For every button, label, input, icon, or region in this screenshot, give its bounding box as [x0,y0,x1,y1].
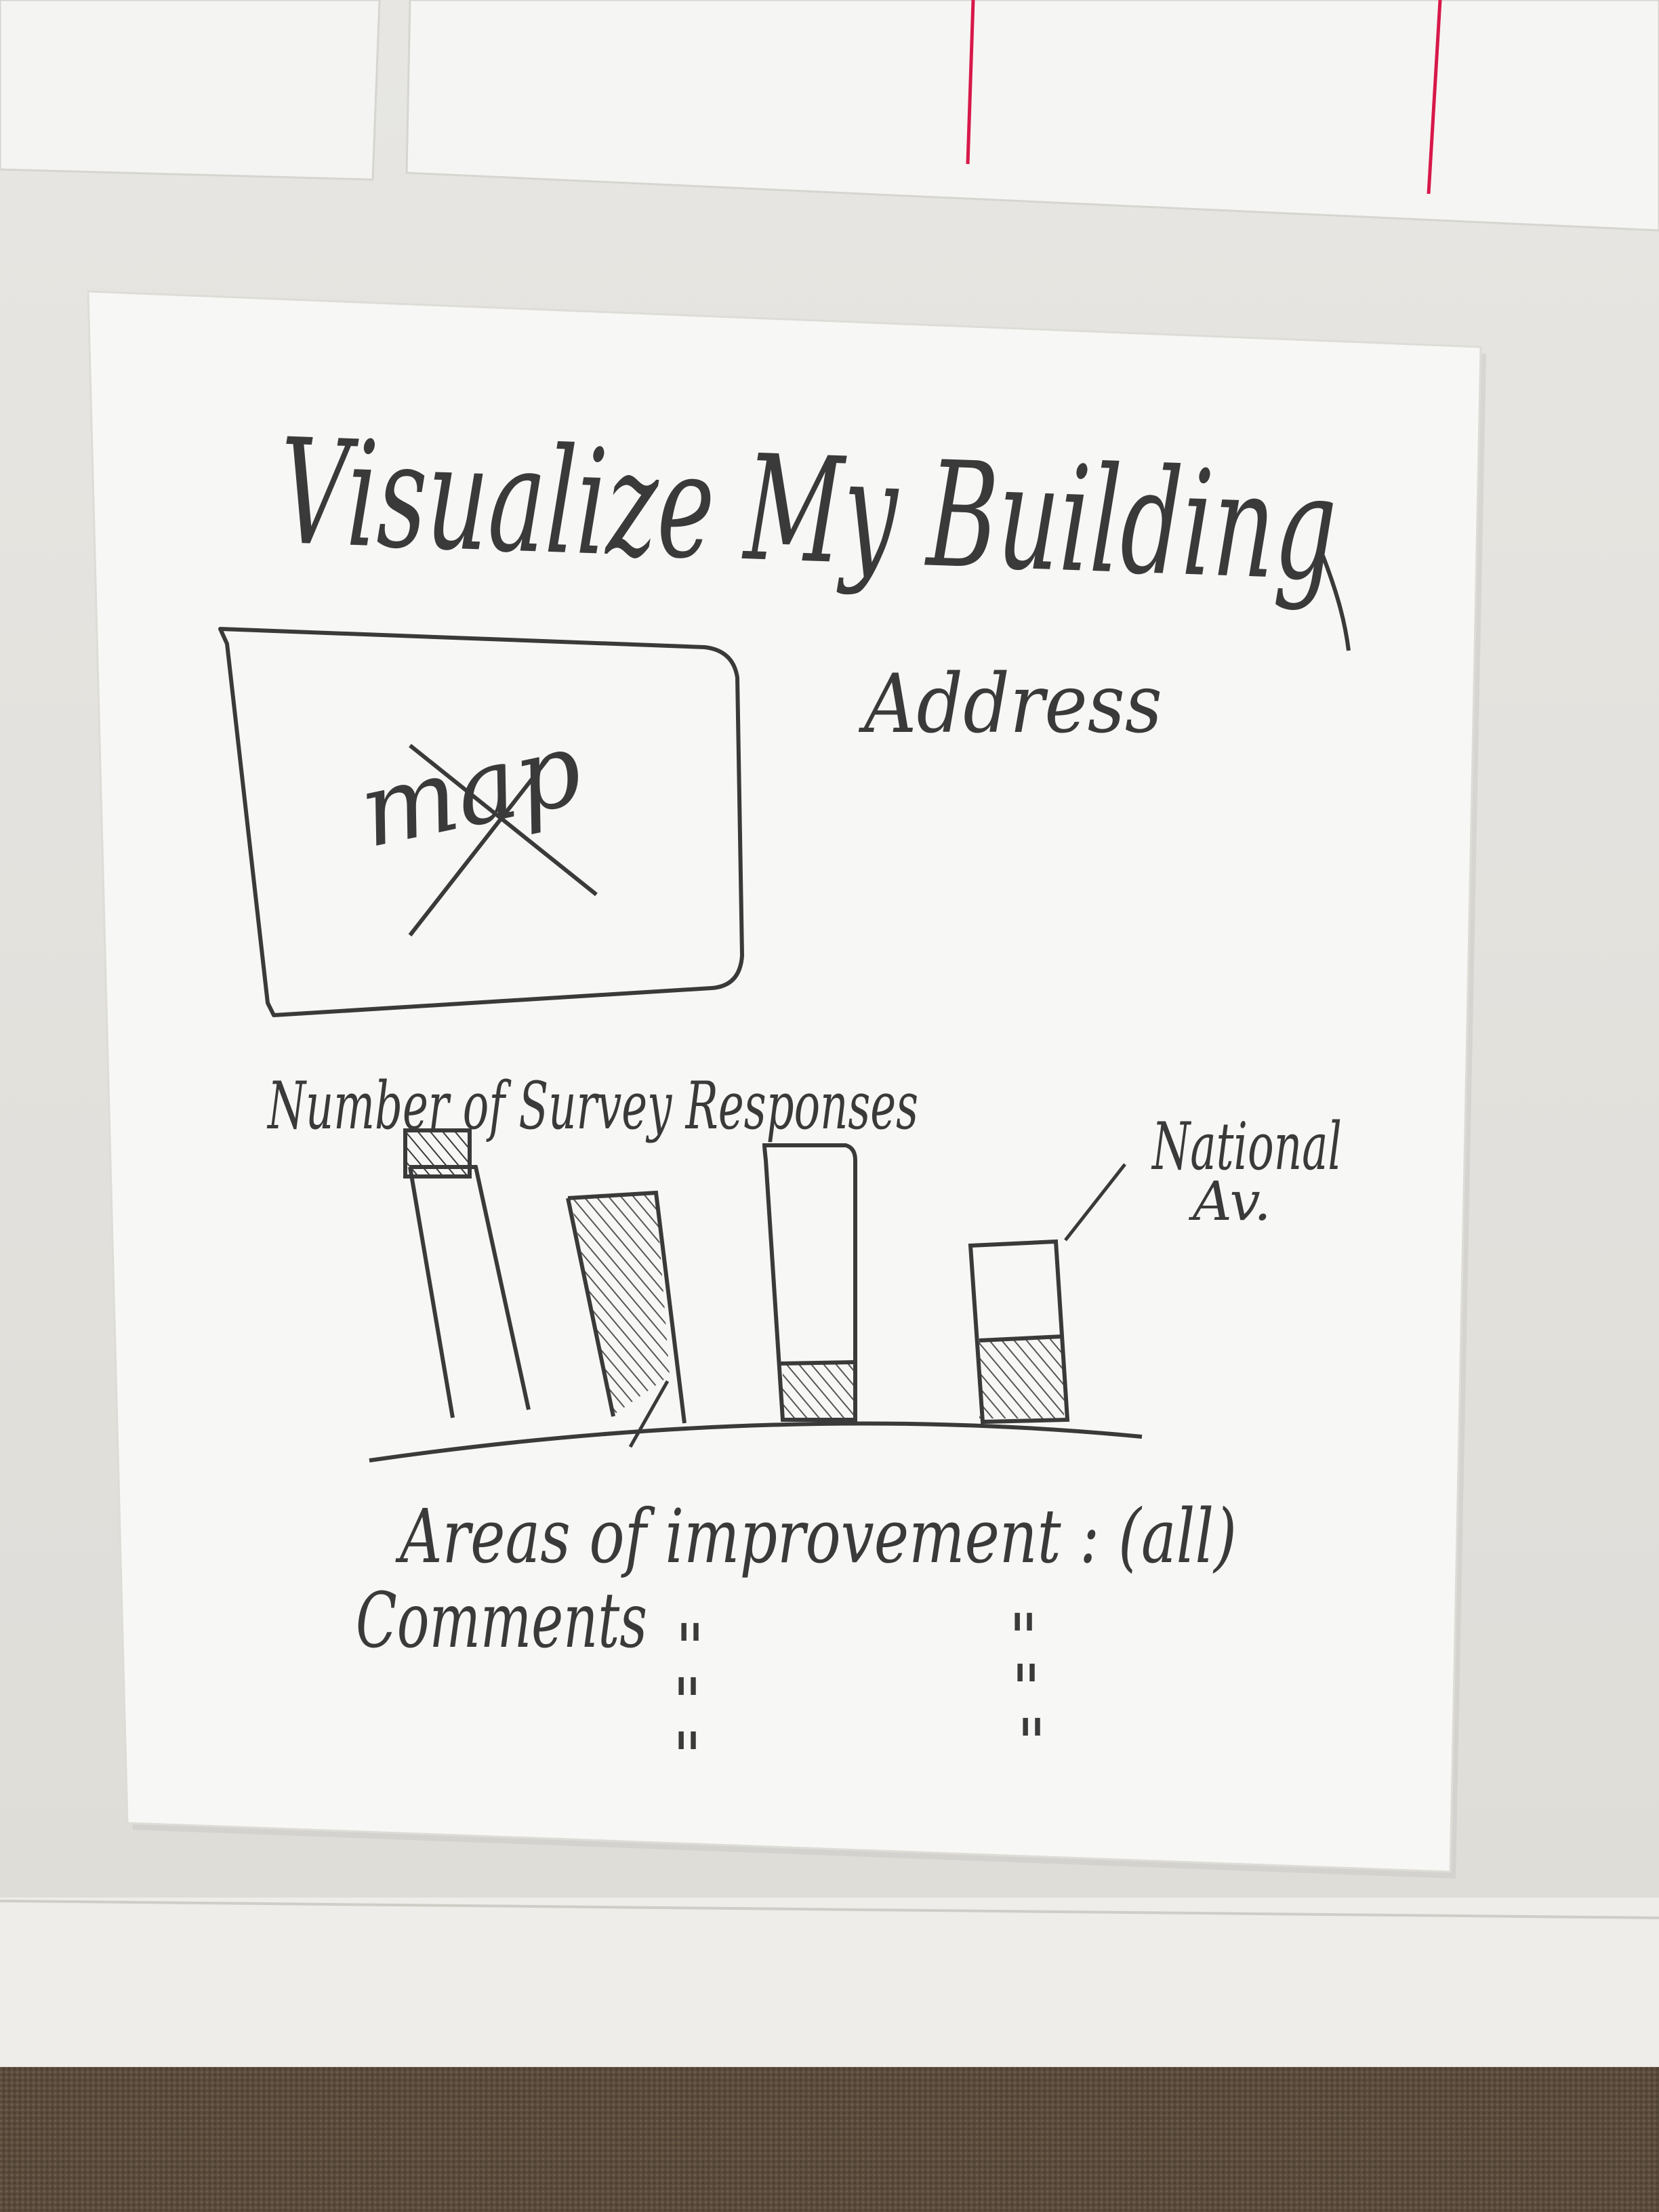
bar-2-tail [628,1380,670,1448]
chart-heading: Number of Survey Responses [267,1068,918,1144]
map-cross-stroke-1 [409,743,598,897]
ditto-mark: " [672,1719,702,1795]
map-cross-stroke-2 [408,754,552,937]
bar-4-band [979,1334,1063,1343]
chart-baseline [369,1421,1143,1462]
bar-2 [566,1190,687,1448]
red-line-left [966,0,975,165]
ditto-mark: " [1017,1705,1046,1781]
bar-3 [762,1143,857,1422]
flipchart-sheet [87,290,1486,1879]
title-descender-stroke [1321,554,1351,651]
carpet [0,2067,1659,2212]
sheet-title: Visualize My Building [276,407,1339,613]
bar-1-fill [403,1128,472,1179]
bar-1 [403,1128,531,1418]
comments-label: Comments [356,1577,647,1665]
callout-leader-line [1064,1163,1126,1242]
bar-2-fill [571,1194,670,1415]
bar-4 [968,1239,1070,1425]
address-label: Address [858,657,1162,752]
ditto-mark: " [1008,1600,1038,1676]
callout-label-line1: National [1151,1109,1342,1185]
baseboard-edge [0,1900,1659,1919]
callout-label-line2: Av. [1188,1170,1271,1233]
areas-label: Areas of improvement : (all) [395,1493,1237,1580]
bar-3-band [780,1360,856,1366]
ditto-column-right: " " " [1008,1600,1046,1781]
ditto-mark: " [675,1610,705,1686]
top-sheet-left [0,0,381,181]
ditto-column-left: " " " [672,1610,705,1795]
bar-3-fill [783,1362,854,1418]
top-sheet-right [405,0,1659,232]
baseboard [0,1898,1659,2074]
bar-4-fill [979,1338,1064,1418]
ditto-mark: " [672,1664,702,1740]
ditto-mark: " [1011,1651,1041,1727]
bar-chart: National Av. [369,1109,1342,1462]
red-line-right [1427,0,1442,194]
